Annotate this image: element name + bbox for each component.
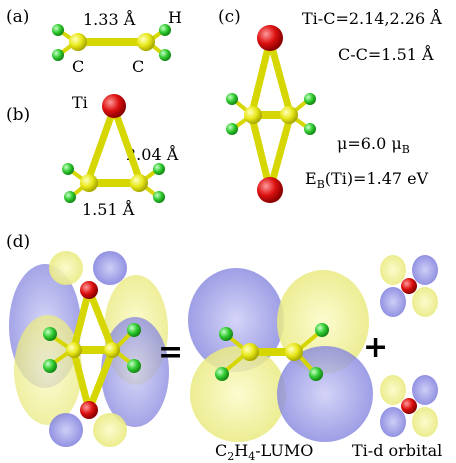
panel-c-eb-sub: B bbox=[317, 178, 325, 191]
lumo-label-sub4: 4 bbox=[248, 450, 255, 463]
carbon-atom bbox=[244, 106, 262, 124]
carbon-atom bbox=[80, 174, 98, 192]
carbon-atom bbox=[285, 343, 303, 361]
panel-c-ti-c-prefix: Ti-C= bbox=[302, 9, 349, 28]
svg-text:EB(Ti)=1.47 eV: EB(Ti)=1.47 eV bbox=[305, 169, 429, 191]
titanium-atom bbox=[257, 177, 283, 203]
hydrogen-atom bbox=[304, 123, 316, 135]
panel-b-tag: (b) bbox=[6, 105, 30, 125]
carbon-atom bbox=[66, 342, 82, 358]
hydrogen-atom bbox=[226, 123, 238, 135]
hydrogen-atom bbox=[52, 49, 64, 61]
hydrogen-atom bbox=[64, 191, 76, 203]
lumo-label-c: C bbox=[215, 441, 227, 460]
titanium-atom bbox=[102, 94, 126, 118]
hydrogen-atom bbox=[43, 359, 57, 373]
panel-b-ti-c-label: 2.04 Å bbox=[126, 144, 179, 164]
panel-b-atom-ti: Ti bbox=[72, 93, 88, 112]
hydrogen-atom bbox=[153, 191, 165, 203]
lumo-orbital bbox=[188, 268, 373, 442]
ti-ethylene-molecule bbox=[62, 94, 165, 203]
hydrogen-atom bbox=[62, 163, 74, 175]
hydrogen-atom bbox=[127, 359, 141, 373]
panel-c-mu-prefix: μ=6.0 μ bbox=[337, 134, 402, 153]
hydrogen-atom bbox=[159, 49, 171, 61]
ti-d-orbital-bottom bbox=[380, 375, 438, 437]
ti-d-orbital-top bbox=[380, 255, 438, 317]
panel-d-tag: (d) bbox=[6, 232, 30, 252]
titanium-atom bbox=[80, 401, 98, 419]
lumo-label-sub2: 2 bbox=[227, 450, 234, 463]
hydrogen-atom bbox=[127, 323, 141, 337]
svg-text:μ=6.0 μB: μ=6.0 μB bbox=[337, 134, 410, 156]
panel-c: (c) Ti-C=2.14,2.26 Å C-C=1.51 Å μ=6.0 μB… bbox=[218, 7, 442, 203]
svg-text:Ti-C=2.14,2.26 Å: Ti-C=2.14,2.26 Å bbox=[302, 8, 442, 28]
ethylene-molecule bbox=[52, 24, 171, 61]
ti-d-orbital-label: Ti-d orbital bbox=[352, 441, 442, 460]
panel-c-ti-c-values: 2.14,2.26 Å bbox=[349, 8, 442, 28]
panel-c-eb-prefix: E bbox=[305, 169, 317, 188]
hydrogen-atom bbox=[315, 323, 329, 337]
svg-text:C2H4-LUMO: C2H4-LUMO bbox=[215, 441, 313, 463]
panel-a-bond-label: 1.33 Å bbox=[83, 9, 136, 29]
panel-c-eb-rest: (Ti)=1.47 eV bbox=[325, 169, 429, 188]
carbon-atom bbox=[104, 342, 120, 358]
hydrogen-atom bbox=[309, 367, 323, 381]
hydrogen-atom bbox=[215, 367, 229, 381]
lumo-label-h: H bbox=[234, 441, 248, 460]
carbon-atom bbox=[69, 33, 87, 51]
ti2-ethylene-molecule bbox=[226, 25, 316, 203]
hydrogen-atom bbox=[43, 327, 57, 341]
lumo-label-rest: -LUMO bbox=[255, 441, 313, 460]
panel-a-atom-c1: C bbox=[72, 57, 84, 76]
panel-d: (d) bbox=[6, 232, 442, 463]
panel-a-atom-c2: C bbox=[132, 57, 144, 76]
titanium-atom bbox=[80, 281, 98, 299]
hydrogen-atom bbox=[304, 93, 316, 105]
hydrogen-atom bbox=[153, 163, 165, 175]
equals-sign: = bbox=[158, 335, 183, 370]
panel-b-c-c-label: 1.51 Å bbox=[82, 199, 135, 219]
titanium-atom bbox=[257, 25, 283, 51]
carbon-atom bbox=[130, 174, 148, 192]
panel-a-atom-h: H bbox=[168, 8, 182, 27]
carbon-atom bbox=[280, 106, 298, 124]
plus-sign: + bbox=[363, 330, 388, 365]
combined-orbital bbox=[9, 251, 169, 447]
hydrogen-atom bbox=[226, 93, 238, 105]
hydrogen-atom bbox=[219, 327, 233, 341]
panel-c-c-c-line: C-C=1.51 Å bbox=[338, 44, 434, 64]
panel-c-tag: (c) bbox=[218, 7, 241, 27]
panel-a: (a) 1.33 Å H C C bbox=[6, 7, 182, 76]
titanium-atom bbox=[401, 278, 417, 294]
panel-c-mu-sub: B bbox=[402, 143, 410, 156]
hydrogen-atom bbox=[159, 24, 171, 36]
carbon-atom bbox=[241, 343, 259, 361]
carbon-atom bbox=[137, 33, 155, 51]
hydrogen-atom bbox=[52, 24, 64, 36]
panel-a-tag: (a) bbox=[6, 7, 29, 27]
panel-b: (b) Ti 2.04 Å 1.51 Å bbox=[6, 93, 179, 219]
titanium-atom bbox=[401, 398, 417, 414]
